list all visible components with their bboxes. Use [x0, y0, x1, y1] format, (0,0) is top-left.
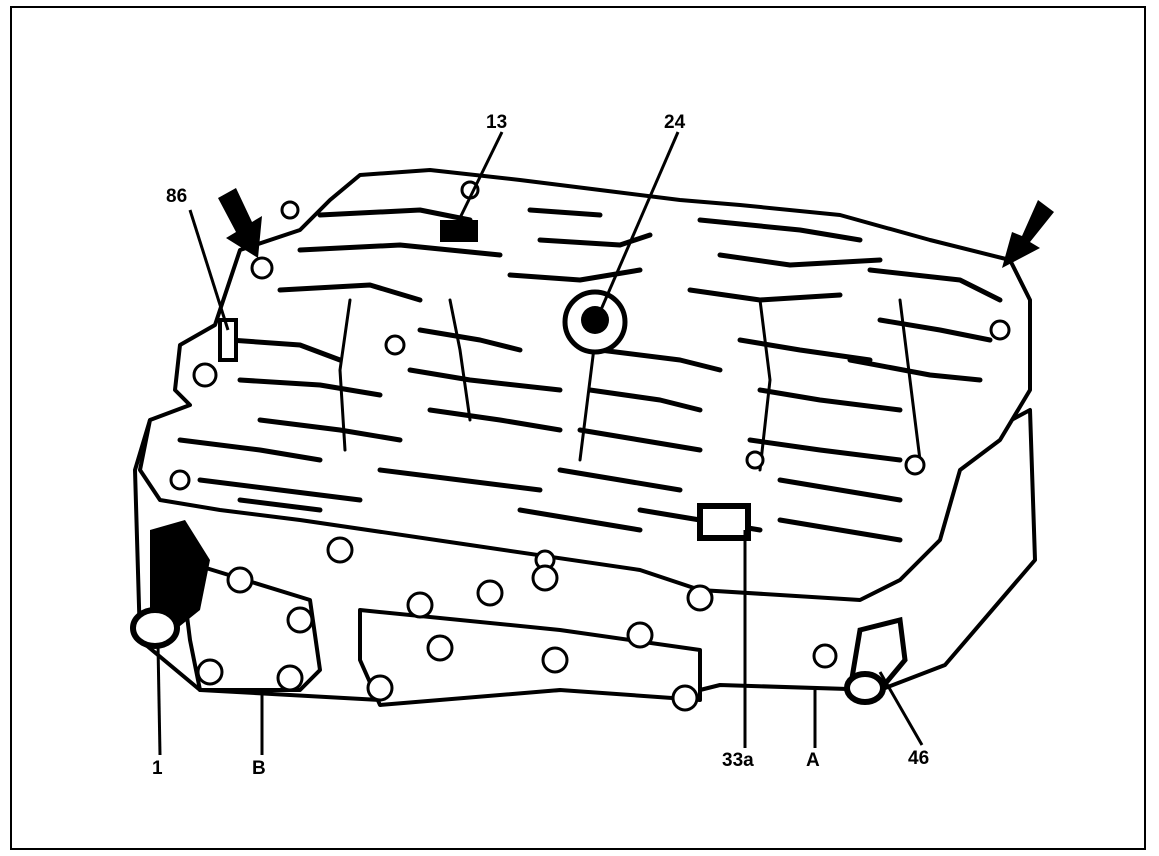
- figure-frame: [10, 6, 1146, 850]
- connector-1: [130, 520, 210, 649]
- cover-plate-center: [358, 608, 702, 707]
- cover-plate-b: [178, 558, 322, 692]
- label-24: 24: [664, 112, 686, 133]
- side-bolts: [196, 536, 838, 712]
- connector-46: [844, 616, 908, 705]
- label-b: B: [252, 758, 266, 779]
- leader-lines: [156, 131, 924, 756]
- label-1: 1: [152, 758, 163, 779]
- fluid-channels: [177, 207, 1003, 543]
- fitting-24: [562, 289, 628, 355]
- arrow-down-left-icon: [1002, 200, 1054, 268]
- label-46: 46: [908, 748, 929, 769]
- block-13: [440, 220, 478, 242]
- label-a: A: [806, 750, 820, 771]
- arrow-down-right-icon: [218, 188, 262, 258]
- bracket-33a: [697, 503, 751, 541]
- label-86: 86: [166, 186, 187, 207]
- label-33a: 33a: [722, 750, 754, 771]
- pin-86: [218, 318, 238, 362]
- label-13: 13: [486, 112, 507, 133]
- ports: [169, 180, 1011, 571]
